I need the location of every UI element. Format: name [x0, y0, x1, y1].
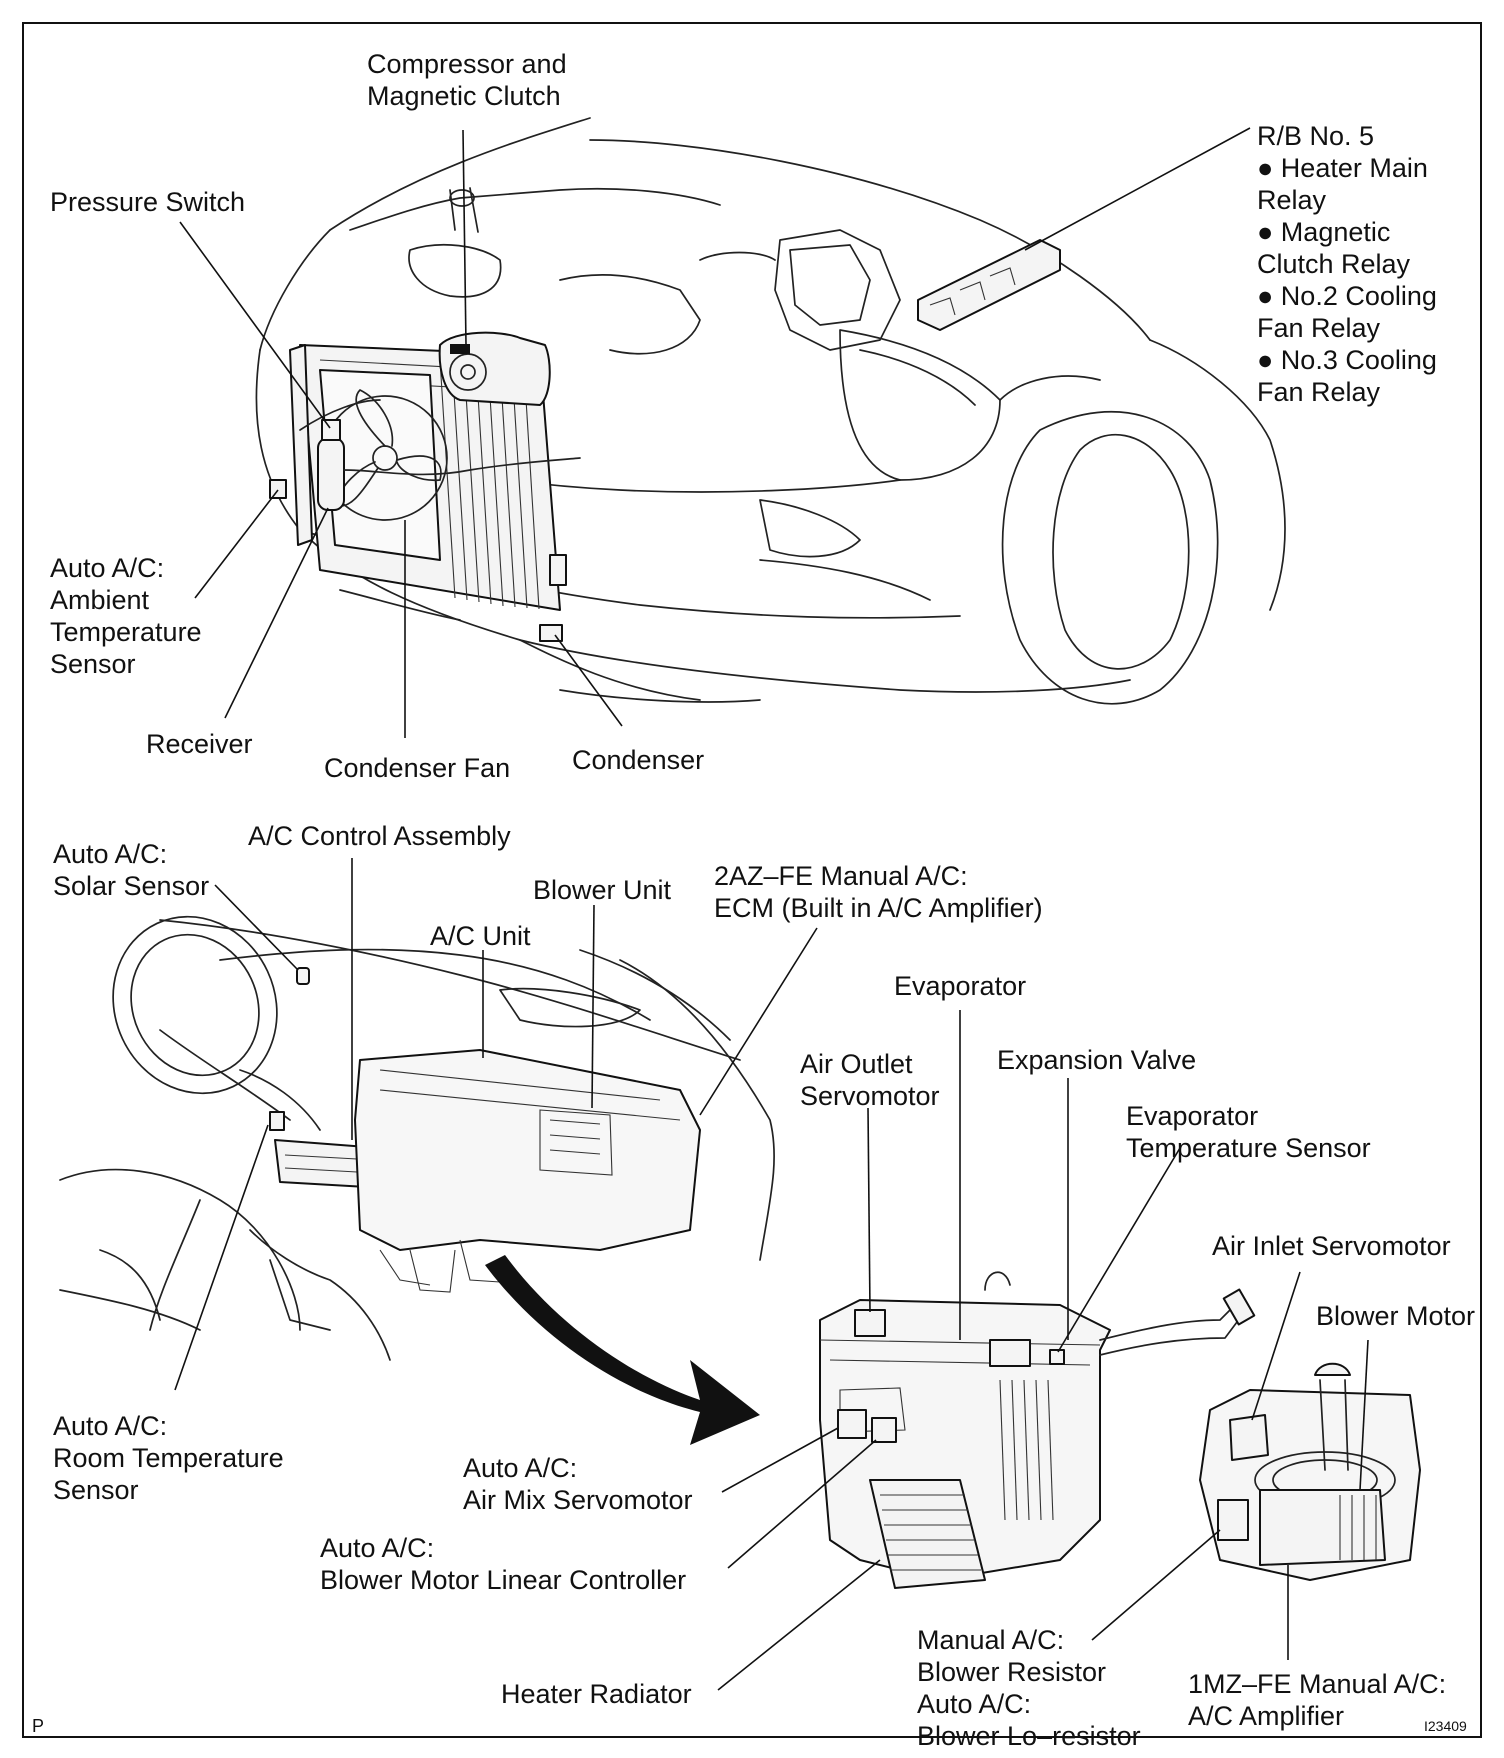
label-evaporator: Evaporator	[894, 971, 1027, 1001]
leader-lines	[174, 127, 1369, 1691]
label-pressure-switch: Pressure Switch	[50, 187, 246, 217]
label-blower-resistor: Manual A/C:Blower Resistor Auto A/C:Blow…	[917, 1625, 1141, 1751]
figure-id: I23409	[1424, 1718, 1467, 1734]
label-blower-motor: Blower Motor	[1316, 1301, 1476, 1331]
label-air-inlet-servomotor: Air Inlet Servomotor	[1212, 1231, 1451, 1261]
label-condenser-fan: Condenser Fan	[324, 753, 511, 783]
label-room-temperature-sensor: Auto A/C:Room Temperature Sensor	[53, 1411, 284, 1505]
corner-mark: P	[32, 1716, 45, 1736]
label-air-mix-servomotor: Auto A/C:Air Mix Servomotor	[463, 1453, 693, 1515]
figure-frame	[22, 22, 1482, 1738]
dashboard-drawing	[59, 915, 775, 1445]
vehicle-front-drawing	[255, 117, 1286, 705]
label-ac-control-assembly: A/C Control Assembly	[248, 821, 511, 851]
label-solar-sensor: Auto A/C:Solar Sensor	[53, 839, 210, 901]
label-ecm-built-in-amplifier: 2AZ–FE Manual A/C:ECM (Built in A/C Ampl…	[714, 861, 1043, 923]
label-1mz-fe-ac-amplifier: 1MZ–FE Manual A/C:A/C Amplifier	[1188, 1669, 1447, 1731]
label-heater-radiator: Heater Radiator	[501, 1679, 692, 1709]
label-ac-unit: A/C Unit	[430, 921, 531, 951]
hvac-unit-drawing	[819, 1271, 1421, 1589]
label-blower-unit: Blower Unit	[533, 875, 672, 905]
label-receiver: Receiver	[146, 729, 253, 759]
label-condenser: Condenser	[572, 745, 705, 775]
label-expansion-valve: Expansion Valve	[997, 1045, 1197, 1075]
label-blower-motor-linear-controller: Auto A/C:Blower Motor Linear Controller	[320, 1533, 687, 1595]
